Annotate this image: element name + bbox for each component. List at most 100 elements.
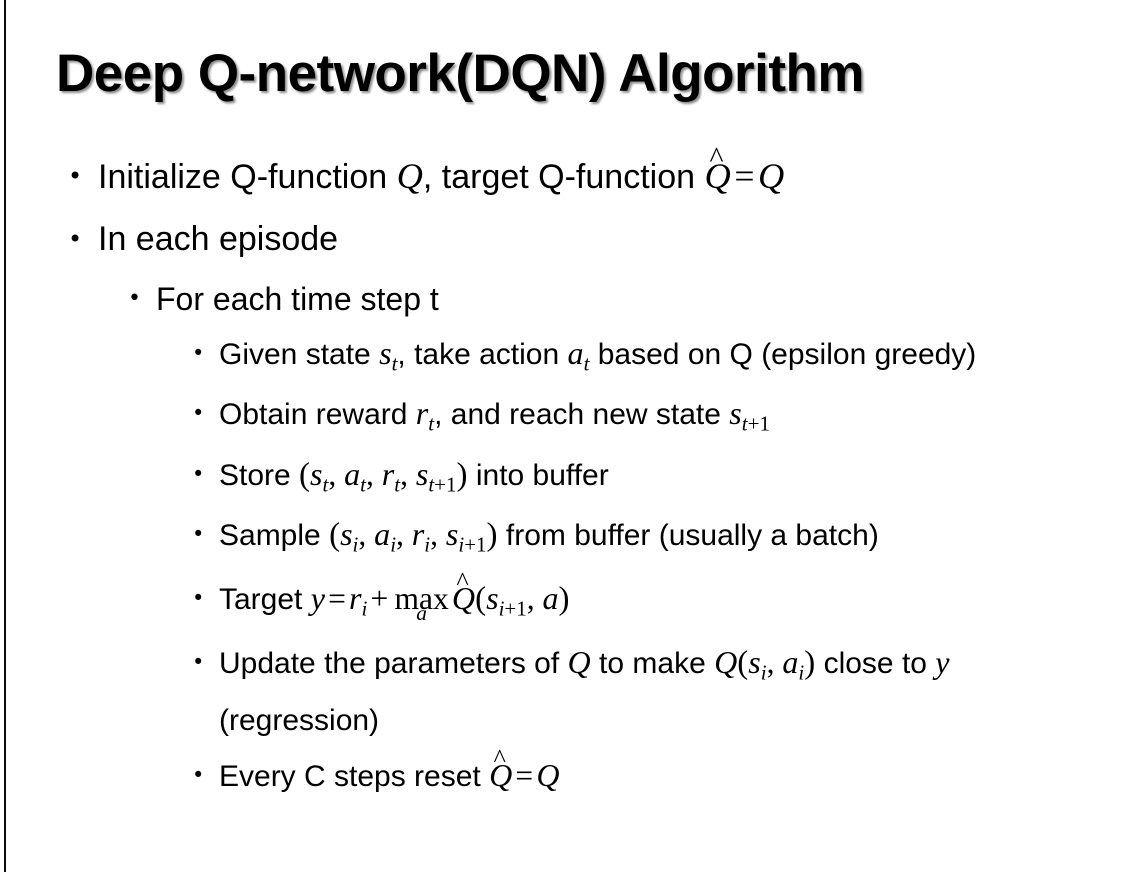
- subscript: t: [583, 351, 590, 376]
- math-equals: =: [515, 757, 534, 793]
- text-run: from buffer (usually a batch): [497, 518, 879, 552]
- text-run: ,: [366, 456, 382, 492]
- slide-body: • Initialize Q-function Q, target Q-func…: [0, 143, 1124, 801]
- circumflex-accent-icon: ^: [456, 567, 469, 597]
- text-run: r: [349, 580, 362, 617]
- math-s-t: st: [310, 456, 328, 496]
- math-s-i-plus-1: si+1: [486, 580, 527, 620]
- math-q-hat: ^Q: [489, 745, 513, 793]
- text-run: ,: [430, 516, 446, 552]
- math-plus: +: [370, 581, 389, 617]
- text-run: s: [445, 515, 459, 552]
- math-a-t: at: [344, 455, 366, 496]
- bullet-reset-target-network: • Every C steps reset ^Q=Q: [0, 745, 1124, 801]
- bullet-for-each-time-step: • For each time step t: [0, 271, 1124, 327]
- bullet-update-parameters-text: Update the parameters of Q to make Q(si,…: [219, 638, 1096, 744]
- math-s-i-plus-1: si+1: [445, 515, 487, 556]
- math-var-q: Q: [536, 756, 560, 793]
- text-run: Q: [489, 756, 513, 793]
- bullet-dot-icon: •: [192, 650, 205, 675]
- bullet-dot-icon: •: [192, 461, 205, 486]
- bullet-dot-icon: •: [68, 162, 83, 190]
- subscript: i: [361, 596, 368, 621]
- subscript: i: [760, 660, 767, 685]
- math-close-paren: ): [456, 456, 468, 493]
- bullet-dot-icon: •: [128, 286, 141, 311]
- math-a-t: at: [567, 335, 590, 375]
- text-run: ,: [358, 516, 375, 552]
- math-a-i: ai: [374, 515, 396, 556]
- text-run: r: [411, 515, 425, 552]
- math-var-y: y: [310, 580, 325, 617]
- text-run: Initialize Q-function: [98, 158, 397, 196]
- math-var-q2: Q: [758, 156, 785, 196]
- text-run: ,: [328, 456, 345, 492]
- text-run: s: [379, 335, 392, 371]
- math-r-t: rt: [415, 395, 434, 435]
- subscript: i: [798, 660, 805, 685]
- text-run: Store: [219, 458, 300, 492]
- math-q-hat: ^Q: [451, 568, 476, 617]
- bullet-initialize-text: Initialize Q-function Q, target Q-functi…: [98, 143, 1124, 207]
- math-r-t: rt: [382, 456, 400, 496]
- text-run: +1: [434, 471, 457, 496]
- text-run: a: [374, 515, 391, 552]
- math-var-y: y: [935, 644, 950, 681]
- subscript: t: [360, 471, 367, 496]
- circumflex-accent-icon: ^: [493, 743, 506, 773]
- math-equals: =: [328, 581, 346, 617]
- bullet-given-state: • Given state st, take action at based o…: [0, 329, 1124, 387]
- text-run: a: [344, 455, 361, 492]
- text-run: r: [415, 395, 429, 432]
- bullet-obtain-reward-text: Obtain reward rt, and reach new state st…: [219, 389, 1096, 447]
- text-run: Q: [451, 580, 476, 617]
- subscript: i+1: [499, 596, 527, 620]
- text-run: Every C steps reset: [219, 759, 490, 793]
- text-run: t: [428, 471, 435, 496]
- text-run: Update the parameters of: [219, 647, 568, 681]
- bullet-dot-icon: •: [192, 341, 205, 365]
- bullet-dot-icon: •: [192, 521, 205, 546]
- text-run: (regression): [219, 703, 380, 737]
- math-q-hat: ^Q: [704, 143, 730, 194]
- text-run: +1: [464, 532, 487, 557]
- text-run: based on Q (epsilon greedy): [589, 338, 977, 371]
- bullet-dot-icon: •: [192, 762, 205, 787]
- text-run: a: [782, 644, 799, 681]
- math-max-under-limit: a: [416, 600, 427, 625]
- text-run: a: [567, 335, 584, 371]
- text-run: +1: [504, 596, 527, 621]
- bullet-store-transition: • Store (st, at, rt, st+1) into buffer: [0, 450, 1124, 508]
- text-run: t: [741, 411, 748, 436]
- text-run: , and reach new state: [434, 398, 730, 432]
- bullet-for-each-time-step-text: For each time step t: [156, 281, 439, 317]
- text-run: +1: [747, 411, 770, 436]
- subscript: t: [428, 411, 435, 436]
- text-run: i: [498, 596, 505, 621]
- text-run: , take action: [397, 338, 568, 371]
- math-s-i: si: [340, 515, 358, 556]
- text-run: Sample: [219, 518, 330, 552]
- text-run: max: [394, 581, 449, 617]
- math-r-i: ri: [349, 580, 367, 620]
- subscript: t+1: [742, 412, 770, 436]
- math-equals: =: [734, 156, 755, 196]
- text-run: ,: [766, 645, 783, 681]
- bullet-initialize: • Initialize Q-function Q, target Q-func…: [0, 143, 1124, 207]
- text-run: ,: [400, 456, 416, 492]
- bullet-reset-target-network-text: Every C steps reset ^Q=Q: [219, 745, 1096, 801]
- bullet-update-parameters: • Update the parameters of Q to make Q(s…: [0, 638, 1124, 744]
- math-s-t: st: [379, 335, 397, 375]
- math-open-paren: (: [737, 645, 749, 682]
- math-close-paren: ): [486, 516, 498, 553]
- text-run: s: [340, 515, 353, 552]
- bullet-dot-icon: •: [192, 401, 205, 426]
- bullet-dot-icon: •: [68, 225, 83, 253]
- subscript: t+1: [428, 472, 456, 496]
- subscript: i: [352, 532, 359, 557]
- math-s-t-plus-1: st+1: [416, 456, 457, 496]
- bullet-in-each-episode-text: In each episode: [98, 220, 339, 258]
